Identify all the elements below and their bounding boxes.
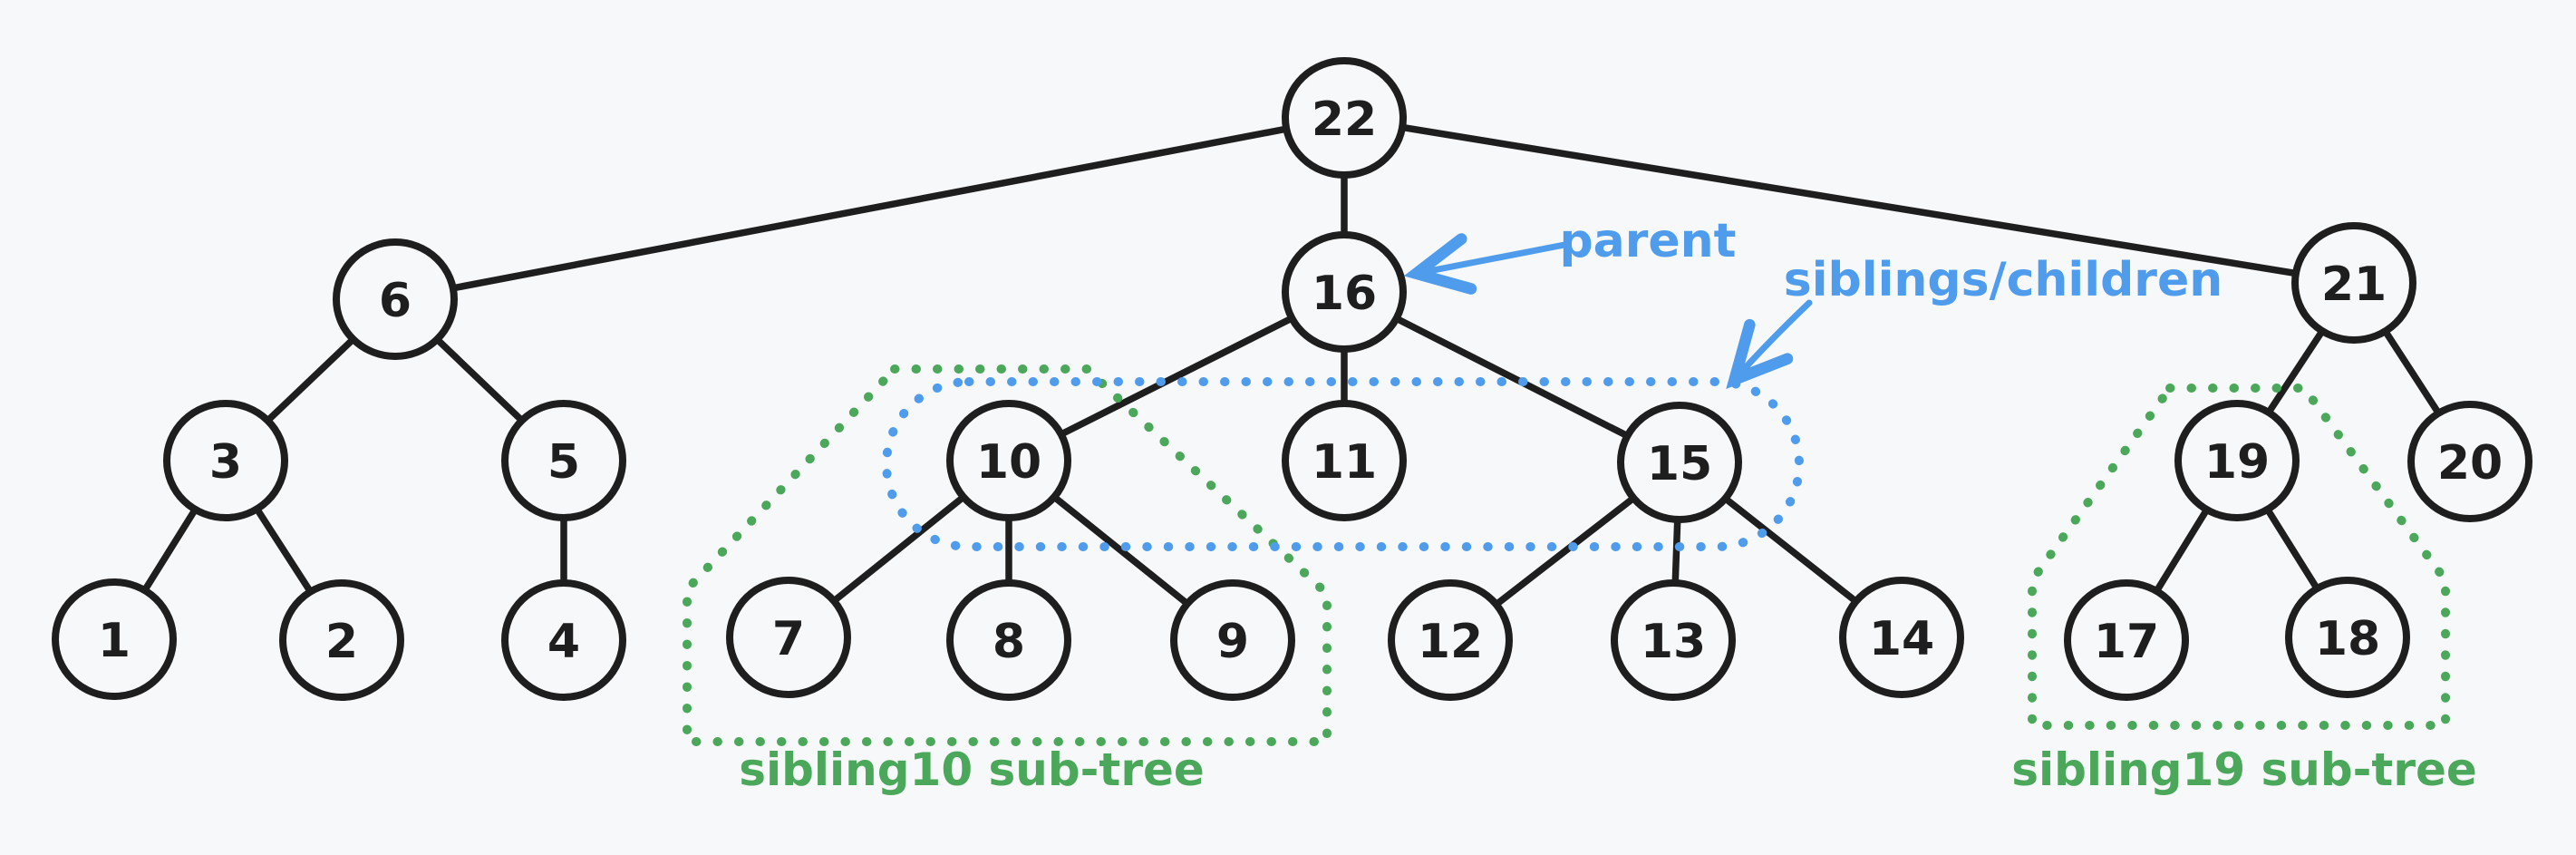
tree-node-16: 16 xyxy=(1282,231,1407,353)
tree-node-20: 20 xyxy=(2407,401,2532,522)
tree-node-10: 10 xyxy=(946,400,1071,521)
node-circle xyxy=(1839,577,1964,698)
node-label: 13 xyxy=(1641,615,1706,669)
tree-node-7: 7 xyxy=(726,577,851,698)
edge-22-21 xyxy=(1341,114,2358,287)
node-circle xyxy=(1611,579,1736,701)
node-circle xyxy=(1617,402,1742,523)
node-circle xyxy=(1282,400,1407,521)
node-label: 18 xyxy=(2315,612,2380,666)
tree-node-13: 13 xyxy=(1611,579,1736,701)
tree-node-3: 3 xyxy=(163,400,288,521)
tree-node-22: 22 xyxy=(1282,57,1407,179)
sibling10-subtree-outline xyxy=(683,364,1332,746)
tree-node-6: 6 xyxy=(333,238,458,360)
node-circle xyxy=(2407,401,2532,522)
node-label: 21 xyxy=(2321,257,2387,312)
node-circle xyxy=(946,400,1071,521)
tree-node-9: 9 xyxy=(1170,579,1295,701)
node-label: 1 xyxy=(98,614,131,668)
tree-node-18: 18 xyxy=(2285,577,2410,698)
node-label: 15 xyxy=(1647,437,1712,491)
node-label: 16 xyxy=(1312,267,1377,321)
edge-22-6 xyxy=(392,114,1348,303)
node-circle xyxy=(726,577,851,698)
edge-16-15 xyxy=(1341,288,1683,466)
node-label: 12 xyxy=(1418,615,1483,669)
node-label: 14 xyxy=(1869,612,1934,666)
node-label: 22 xyxy=(1312,92,1377,147)
node-circle xyxy=(2174,400,2300,521)
node-label: 17 xyxy=(2094,615,2159,669)
node-circle xyxy=(52,578,177,700)
sibling10-subtree-label: sibling10 sub-tree xyxy=(739,743,1205,796)
tree-node-15: 15 xyxy=(1617,402,1742,523)
tree-node-14: 14 xyxy=(1839,577,1964,698)
tree-node-4: 4 xyxy=(501,579,626,701)
tree-node-21: 21 xyxy=(2291,222,2416,344)
node-label: 3 xyxy=(209,435,242,490)
node-circle xyxy=(1282,57,1407,179)
parent-arrow xyxy=(1403,233,1568,295)
parent-annotation: parent xyxy=(1403,214,1737,295)
sibling19-subtree-label: sibling19 sub-tree xyxy=(2011,743,2477,796)
node-label: 5 xyxy=(547,435,580,490)
tree-node-2: 2 xyxy=(279,579,404,701)
tree-node-5: 5 xyxy=(501,400,626,521)
node-label: 10 xyxy=(976,435,1041,490)
parent-label: parent xyxy=(1559,214,1736,268)
node-label: 11 xyxy=(1312,435,1377,490)
node-circle xyxy=(279,579,404,701)
node-circle xyxy=(501,579,626,701)
node-label: 9 xyxy=(1216,615,1249,669)
node-circle xyxy=(501,400,626,521)
node-circle xyxy=(946,579,1071,701)
node-label: 2 xyxy=(325,615,358,669)
node-label: 4 xyxy=(547,615,580,669)
node-circle xyxy=(2285,577,2410,698)
node-label: 19 xyxy=(2204,435,2270,490)
tree-node-17: 17 xyxy=(2064,579,2189,701)
tree-node-11: 11 xyxy=(1282,400,1407,521)
siblings-arrow xyxy=(1726,299,1813,390)
node-circle xyxy=(1170,579,1295,701)
node-label: 20 xyxy=(2437,436,2503,491)
tree-nodes: 22 6 16 21 3 5 10 11 xyxy=(52,57,2532,701)
node-label: 7 xyxy=(772,612,805,666)
siblings-label: siblings/children xyxy=(1784,253,2223,307)
node-circle xyxy=(163,400,288,521)
node-circle xyxy=(333,238,458,360)
siblings-group-outline xyxy=(882,377,1804,551)
node-circle xyxy=(2064,579,2189,701)
node-label: 8 xyxy=(993,615,1025,669)
node-circle xyxy=(2291,222,2416,344)
node-circle xyxy=(1282,231,1407,353)
node-circle xyxy=(1388,579,1513,701)
node-label: 6 xyxy=(379,274,412,328)
tree-node-19: 19 xyxy=(2174,400,2300,521)
edge-16-10 xyxy=(1005,288,1348,464)
tree-node-1: 1 xyxy=(52,578,177,700)
tree-node-12: 12 xyxy=(1388,579,1513,701)
siblings-annotation: siblings/children xyxy=(1726,253,2223,390)
tree-node-8: 8 xyxy=(946,579,1071,701)
